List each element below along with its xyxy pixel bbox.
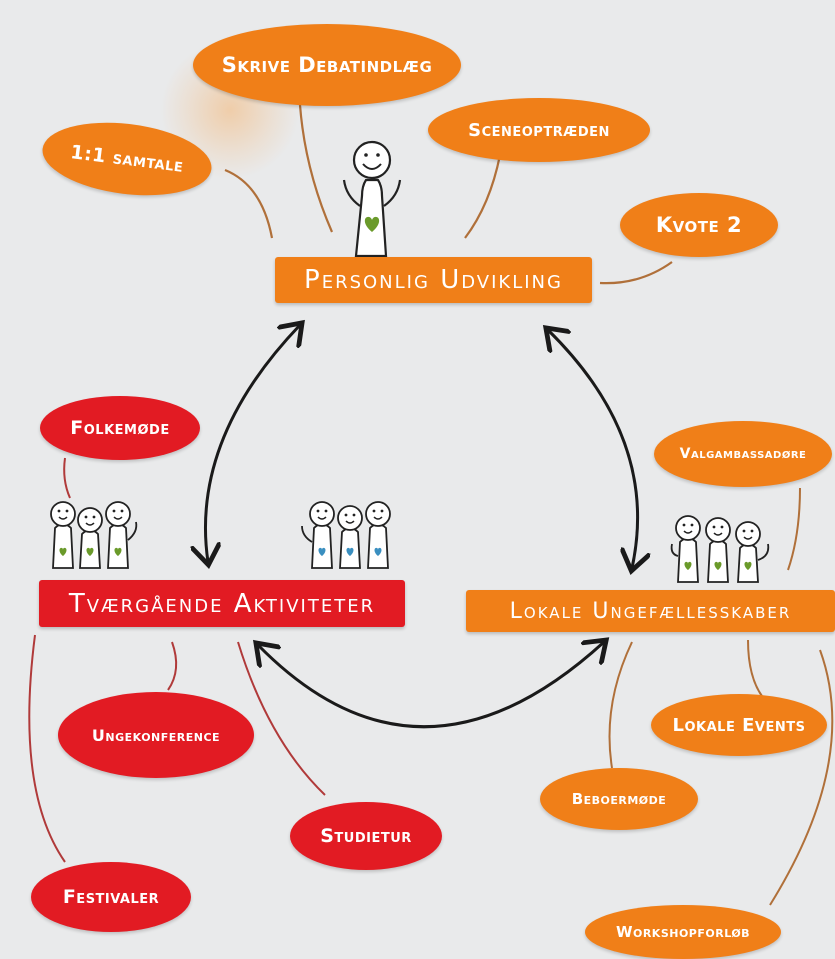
arrow-personal-local: [548, 330, 638, 568]
connector-samtale: [224, 168, 274, 239]
arrow-crossing-local: [258, 642, 604, 729]
connector-lokale-events: [747, 639, 766, 701]
node-kvote-2: Kvote 2: [620, 193, 778, 257]
node-lokale-events: Lokale Events: [651, 694, 827, 756]
node-festivaler: Festivaler: [31, 862, 191, 932]
connector-beboermode: [608, 641, 633, 769]
group-figures-crossing-right: [301, 501, 391, 569]
node-ungekonference: Ungekonference: [58, 692, 254, 778]
node-skrive-debatindlaeg: Skrive Debatindlæg: [193, 24, 461, 106]
person-figure-personal: [342, 140, 402, 258]
connector-scene: [464, 154, 502, 239]
connector-folkemode: [63, 457, 71, 499]
heart-icon: [364, 216, 380, 232]
connector-ungekonference: [167, 641, 178, 691]
node-sceneoptraeden: Sceneoptræden: [428, 98, 650, 162]
connector-festivaler: [28, 634, 66, 863]
node-beboermode: Beboermøde: [540, 768, 698, 830]
arrow-personal-crossing: [205, 325, 300, 562]
group-figures-crossing-left: [50, 501, 138, 569]
node-valgambassadore: Valgambassadøre: [654, 421, 832, 487]
node-workshopforlob: Workshopforløb: [585, 905, 781, 959]
banner-personal-development: Personlig Udvikling: [275, 257, 592, 303]
banner-local-communities: Lokale Ungefællesskaber: [466, 590, 835, 632]
banner-crossing-activities: Tværgående Aktiviteter: [39, 580, 405, 627]
connector-valgambassadore: [787, 487, 801, 571]
connector-workshopforlob: [769, 649, 834, 906]
node-folkemode: Folkemøde: [40, 396, 200, 460]
connector-kvote: [599, 261, 673, 285]
connector-debat: [298, 104, 334, 233]
node-studietur: Studietur: [290, 802, 442, 870]
connector-studietur: [237, 641, 326, 796]
group-figures-local: [670, 515, 770, 583]
